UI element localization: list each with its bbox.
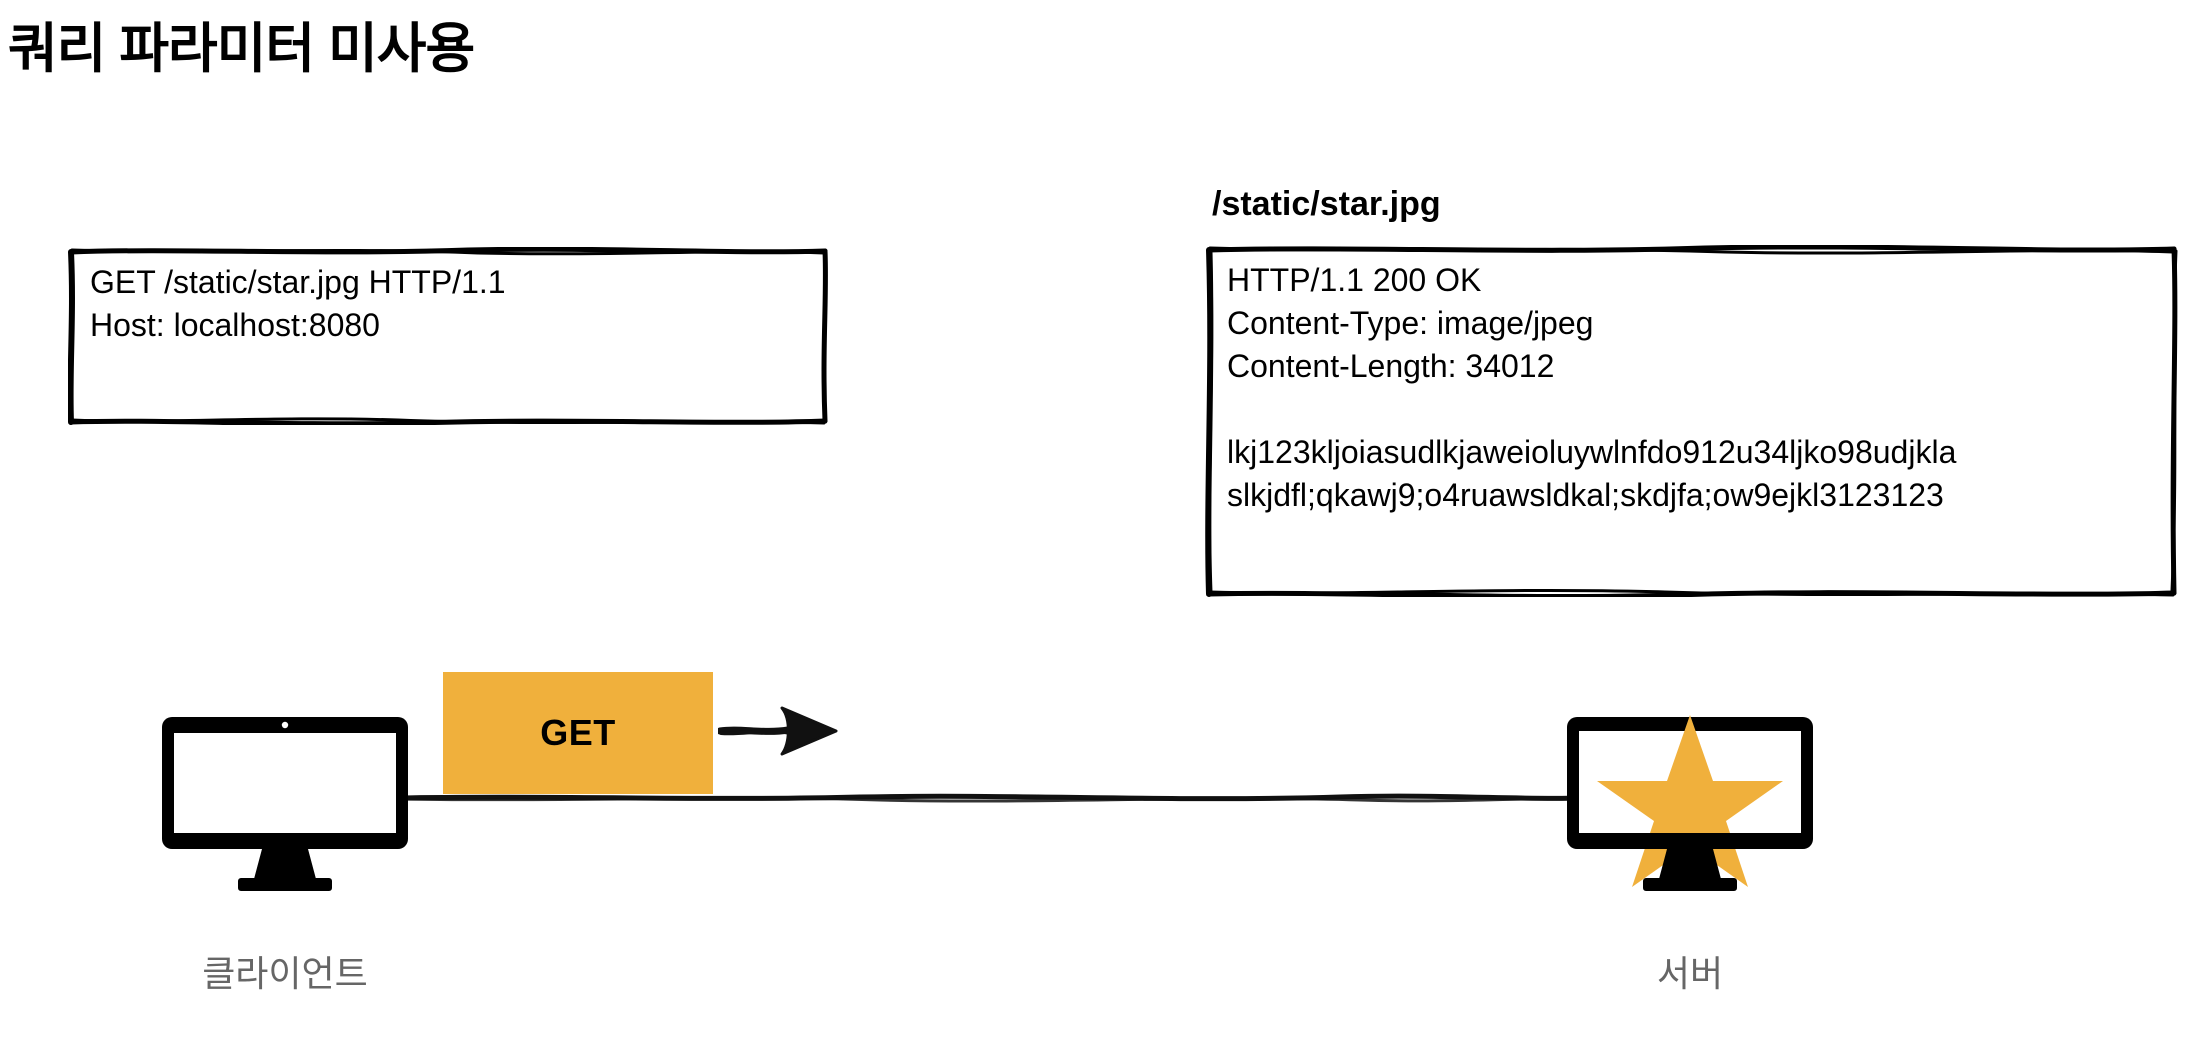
page-title: 쿼리 파라미터 미사용 xyxy=(8,19,475,79)
star-icon xyxy=(1597,715,1783,887)
response-box: HTTP/1.1 200 OK Content-Type: image/jpeg… xyxy=(1205,245,2178,597)
method-chip-label: GET xyxy=(540,712,616,753)
response-caption: /static/star.jpg xyxy=(1212,185,1441,223)
arrow-right-icon xyxy=(718,706,838,756)
monitor-icon-server xyxy=(1567,715,1813,891)
response-header-content-type: Content-Type: image/jpeg xyxy=(1227,305,1594,341)
response-box-content: HTTP/1.1 200 OK Content-Type: image/jpeg… xyxy=(1205,245,2178,597)
response-header-body-separator xyxy=(1227,388,2158,431)
response-body-line-2: slkjdfl;qkawj9;o4ruawsldkal;skdjfa;ow9ej… xyxy=(1227,477,1944,513)
method-chip-get[interactable]: GET xyxy=(443,672,713,794)
request-line-2: Host: localhost:8080 xyxy=(90,307,380,343)
response-body-line-1: lkj123kljoiasudlkjaweioluywlnfdo912u34lj… xyxy=(1227,434,1957,470)
request-box-content: GET /static/star.jpg HTTP/1.1 Host: loca… xyxy=(68,247,828,425)
client-label: 클라이언트 xyxy=(202,953,368,994)
server-label: 서버 xyxy=(1656,953,1724,994)
connection-line xyxy=(400,793,1580,803)
request-box: GET /static/star.jpg HTTP/1.1 Host: loca… xyxy=(68,247,828,425)
response-status-line: HTTP/1.1 200 OK xyxy=(1227,262,1482,298)
monitor-icon-client xyxy=(162,717,408,891)
request-line-1: GET /static/star.jpg HTTP/1.1 xyxy=(90,264,506,300)
response-header-content-length: Content-Length: 34012 xyxy=(1227,348,1555,384)
